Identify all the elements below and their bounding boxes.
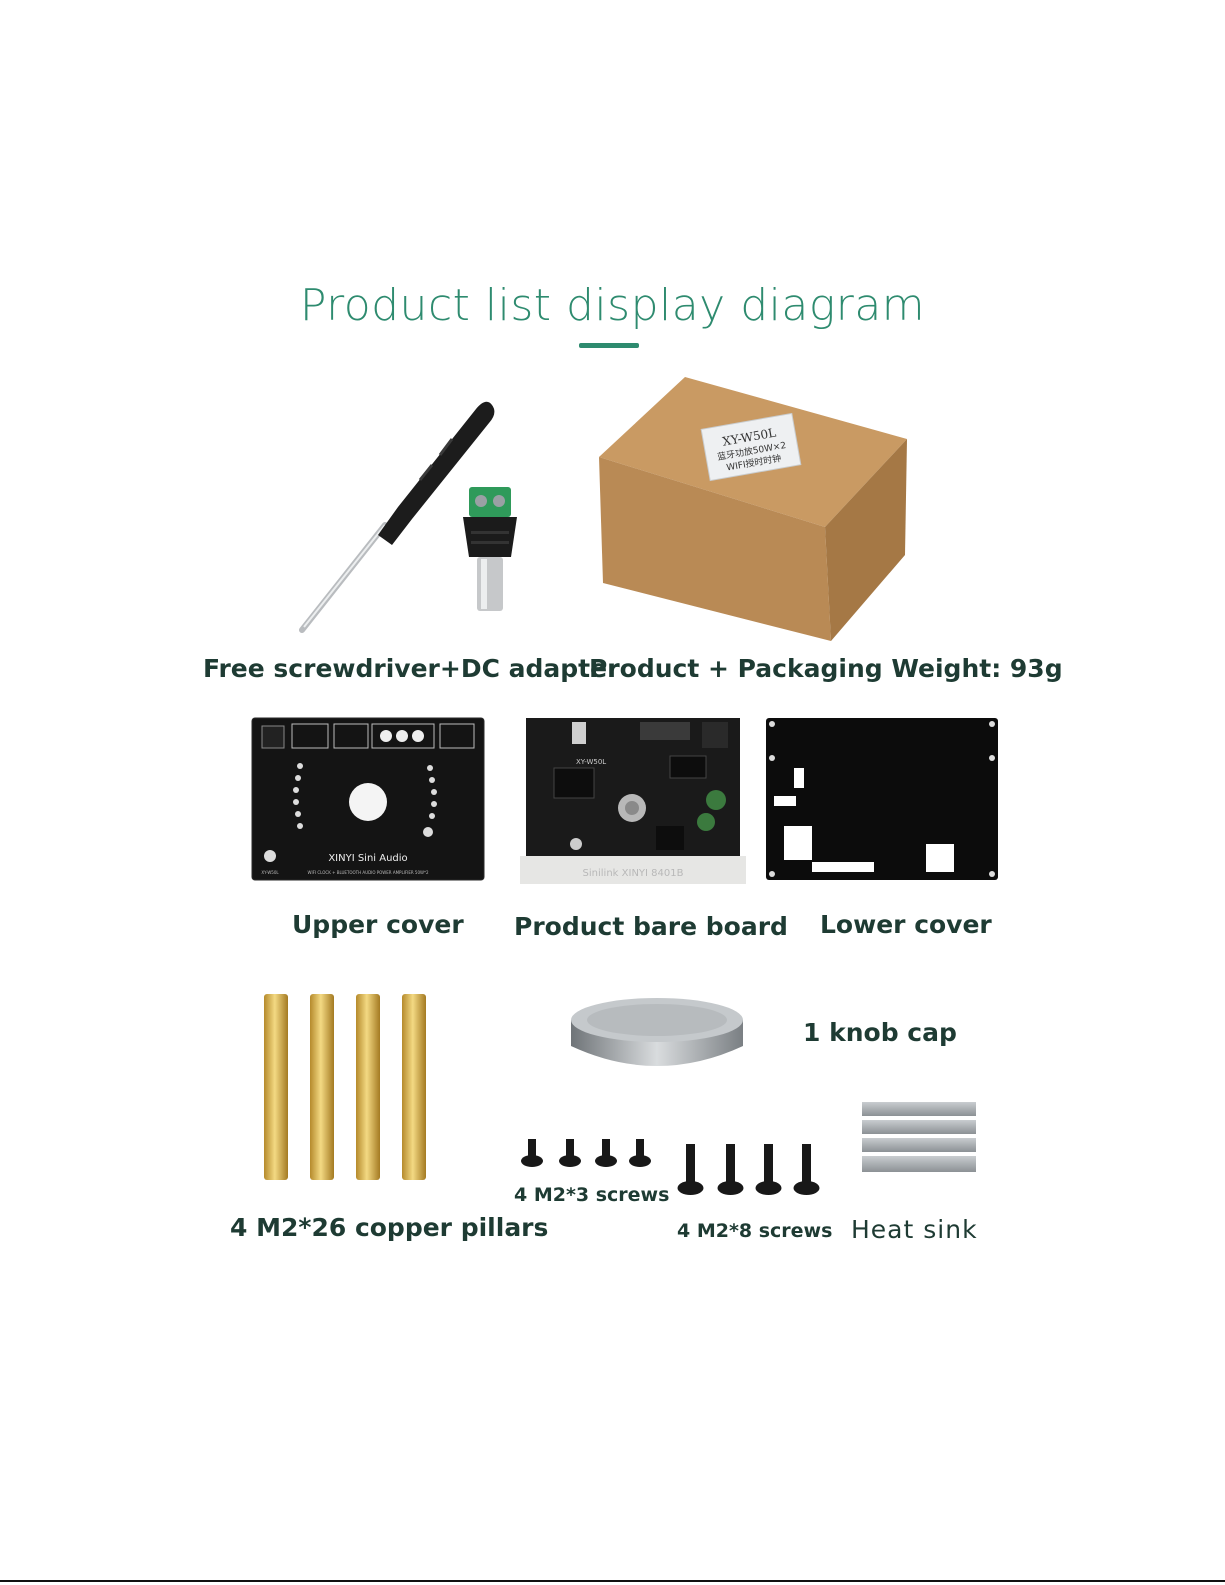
page-title: Product list display diagram	[299, 280, 926, 331]
bare-board-label: Product bare board	[514, 912, 788, 941]
board-base-text: Sinilink XINYI 8401B	[583, 868, 684, 879]
upper-cover-label: Upper cover	[292, 910, 464, 939]
dc-adapter-image	[463, 487, 517, 611]
packaging-box-image: XY-W50L 蓝牙功放50W×2 WIFI授时时钟	[599, 377, 907, 641]
lower-cover-label: Lower cover	[820, 910, 992, 939]
upper-cover-subtitle: WIFI CLOCK + BLUETOOTH AUDIO POWER AMPLI…	[307, 870, 428, 875]
board-model-text: XY-W50L	[576, 758, 606, 766]
copper-pillars-label: 4 M2*26 copper pillars	[230, 1213, 549, 1242]
upper-cover-brand: XINYI Sini Audio	[328, 853, 407, 864]
m23-screws-label: 4 M2*3 screws	[514, 1184, 670, 1206]
knob-cap-label: 1 knob cap	[803, 1018, 957, 1047]
bare-board-image: XY-W50L Sinilink XINYI 8401B	[520, 718, 746, 884]
upper-cover-image: XINYI Sini Audio WIFI CLOCK + BLUETOOTH …	[251, 717, 485, 881]
lower-cover-image	[766, 718, 998, 880]
upper-cover-logo-text: XY-W50L	[261, 870, 279, 875]
m23-screws-image	[521, 1139, 651, 1167]
bottom-divider	[0, 1580, 1225, 1582]
copper-pillars-image	[264, 994, 426, 1180]
screwdriver-adapter-label: Free screwdriver+DC adapter	[203, 654, 620, 683]
m28-screws-label: 4 M2*8 screws	[677, 1220, 833, 1242]
packaging-weight-label: Product + Packaging Weight: 93g	[589, 654, 1063, 683]
heat-sink-label: Heat sink	[851, 1215, 978, 1244]
m28-screws-image	[677, 1144, 820, 1195]
title-underline	[579, 343, 639, 348]
heat-sink-image	[862, 1102, 976, 1172]
knob-cap-image	[571, 998, 743, 1066]
screwdriver-image	[299, 401, 495, 633]
